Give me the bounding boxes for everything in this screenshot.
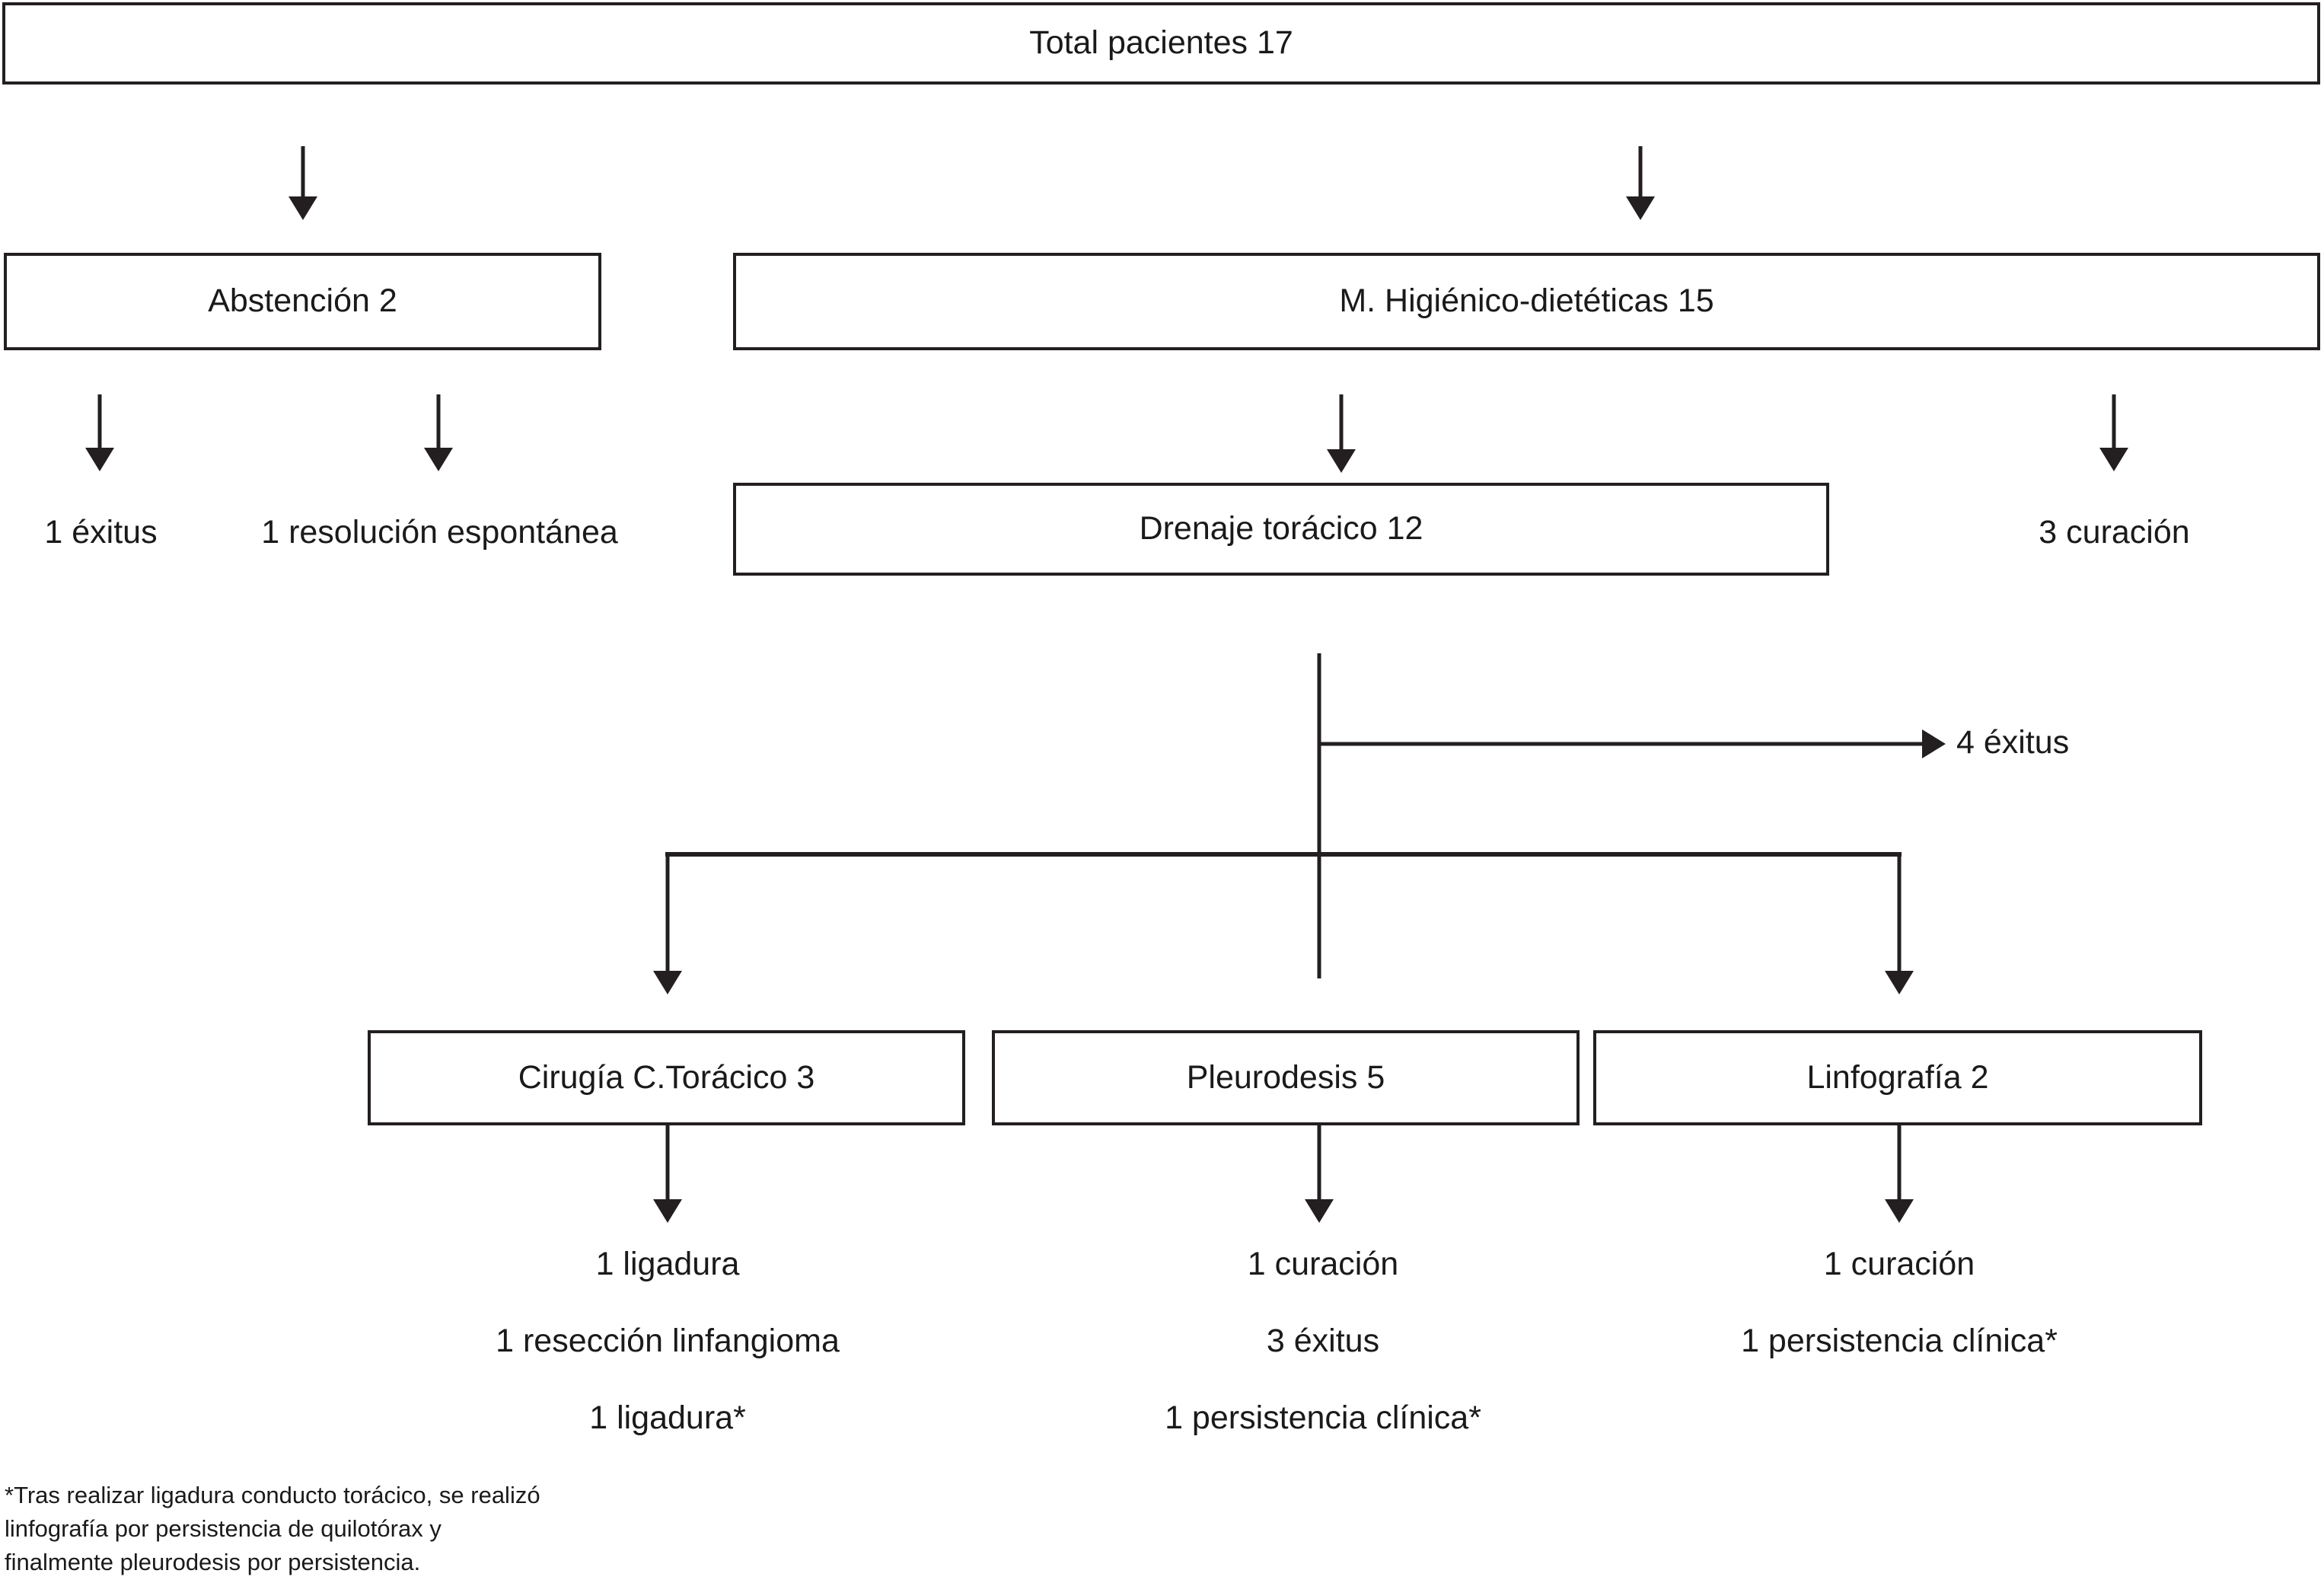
node-abstencion[interactable]: Abstención 2 [4, 253, 601, 350]
node-abstencion-label: Abstención 2 [208, 282, 397, 320]
node-higienico-dieteticas[interactable]: M. Higiénico-dietéticas 15 [733, 253, 2320, 350]
label-cirugia-outcome-1: 1 ligadura [439, 1246, 896, 1282]
label-linfografia-outcome-2-text: 1 persistencia clínica* [1741, 1323, 2058, 1359]
label-cirugia-outcome-2-text: 1 resección linfangioma [496, 1323, 840, 1359]
label-cirugia-outcome-2: 1 resección linfangioma [439, 1323, 896, 1359]
label-cirugia-outcome-3-text: 1 ligadura* [589, 1399, 746, 1436]
node-linfografia[interactable]: Linfografía 2 [1593, 1030, 2202, 1125]
label-4-exitus: 4 éxitus [1956, 724, 2200, 761]
label-cirugia-outcome-1-text: 1 ligadura [595, 1246, 740, 1282]
node-drenaje-toracico-label: Drenaje torácico 12 [1139, 510, 1423, 547]
label-cirugia-outcome-3: 1 ligadura* [439, 1399, 896, 1436]
label-abstencion-outcome-resolucion-text: 1 resolución espontánea [261, 514, 618, 551]
label-pleurodesis-outcome-3: 1 persistencia clínica* [1095, 1399, 1551, 1436]
label-pleurodesis-outcome-2-text: 3 éxitus [1266, 1323, 1380, 1359]
node-cirugia-toracico-label: Cirugía C.Torácico 3 [518, 1058, 815, 1096]
node-linfografia-label: Linfografía 2 [1806, 1058, 1989, 1096]
label-linfografia-outcome-1-text: 1 curación [1823, 1246, 1975, 1282]
label-abstencion-outcome-exitus: 1 éxitus [0, 514, 202, 551]
node-pleurodesis[interactable]: Pleurodesis 5 [992, 1030, 1580, 1125]
label-pleurodesis-outcome-1-text: 1 curación [1247, 1246, 1399, 1282]
label-pleurodesis-outcome-2: 3 éxitus [1095, 1323, 1551, 1359]
label-pleurodesis-outcome-3-text: 1 persistencia clínica* [1165, 1399, 1481, 1436]
node-total-pacientes[interactable]: Total pacientes 17 [2, 2, 2320, 85]
node-total-pacientes-label: Total pacientes 17 [1029, 24, 1293, 62]
node-pleurodesis-label: Pleurodesis 5 [1186, 1058, 1385, 1096]
label-pleurodesis-outcome-1: 1 curación [1095, 1246, 1551, 1282]
node-cirugia-toracico[interactable]: Cirugía C.Torácico 3 [368, 1030, 965, 1125]
footnote: *Tras realizar ligadura conducto torácic… [5, 1482, 540, 1576]
label-curacion-3: 3 curación [1979, 514, 2249, 551]
label-4-exitus-text: 4 éxitus [1956, 724, 2070, 761]
node-higienico-dieteticas-label: M. Higiénico-dietéticas 15 [1339, 282, 1714, 320]
label-abstencion-outcome-resolucion: 1 resolución espontánea [228, 514, 651, 551]
label-abstencion-outcome-exitus-text: 1 éxitus [44, 514, 158, 551]
label-linfografia-outcome-1: 1 curación [1671, 1246, 2128, 1282]
node-drenaje-toracico[interactable]: Drenaje torácico 12 [733, 483, 1829, 576]
label-curacion-3-text: 3 curación [2039, 514, 2190, 551]
label-linfografia-outcome-2: 1 persistencia clínica* [1671, 1323, 2128, 1359]
